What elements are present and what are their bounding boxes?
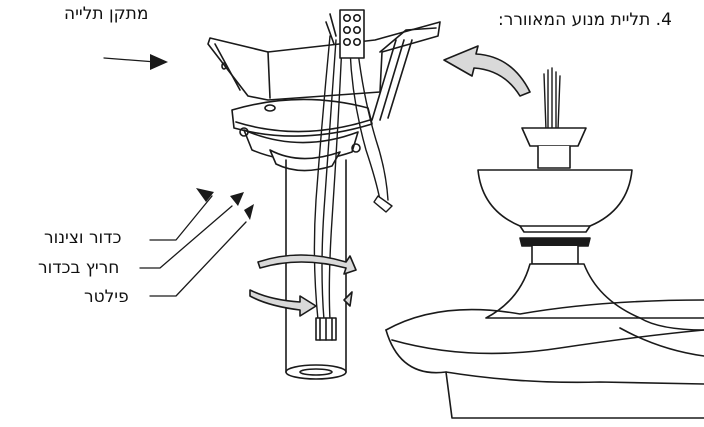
terminal-block: [325, 9, 365, 59]
curved-lift-arrow: [443, 45, 531, 97]
motor-wires: [543, 67, 561, 131]
wires: [313, 35, 393, 321]
ceiling-canopy: [231, 98, 373, 172]
rotation-arrow-lower: [249, 289, 353, 317]
leader-lines: [103, 57, 247, 297]
ball-groove-label: חריץ בכדור: [38, 258, 120, 278]
ball-and-pipe-label: כדור וצינור: [44, 228, 122, 248]
filter-label: פילטר: [84, 287, 129, 307]
hanging-bracket-label: מתקן תלייה: [64, 4, 149, 24]
motor-housing: [385, 245, 704, 419]
downrod-ball: [521, 127, 587, 169]
rotation-arrow-upper: [257, 254, 357, 275]
wire-connector: [315, 317, 337, 341]
step-title: 4. תליית מנוע המאוורר:: [498, 10, 672, 30]
motor-canopy: [477, 169, 633, 247]
leader-arrowheads: [150, 54, 254, 220]
